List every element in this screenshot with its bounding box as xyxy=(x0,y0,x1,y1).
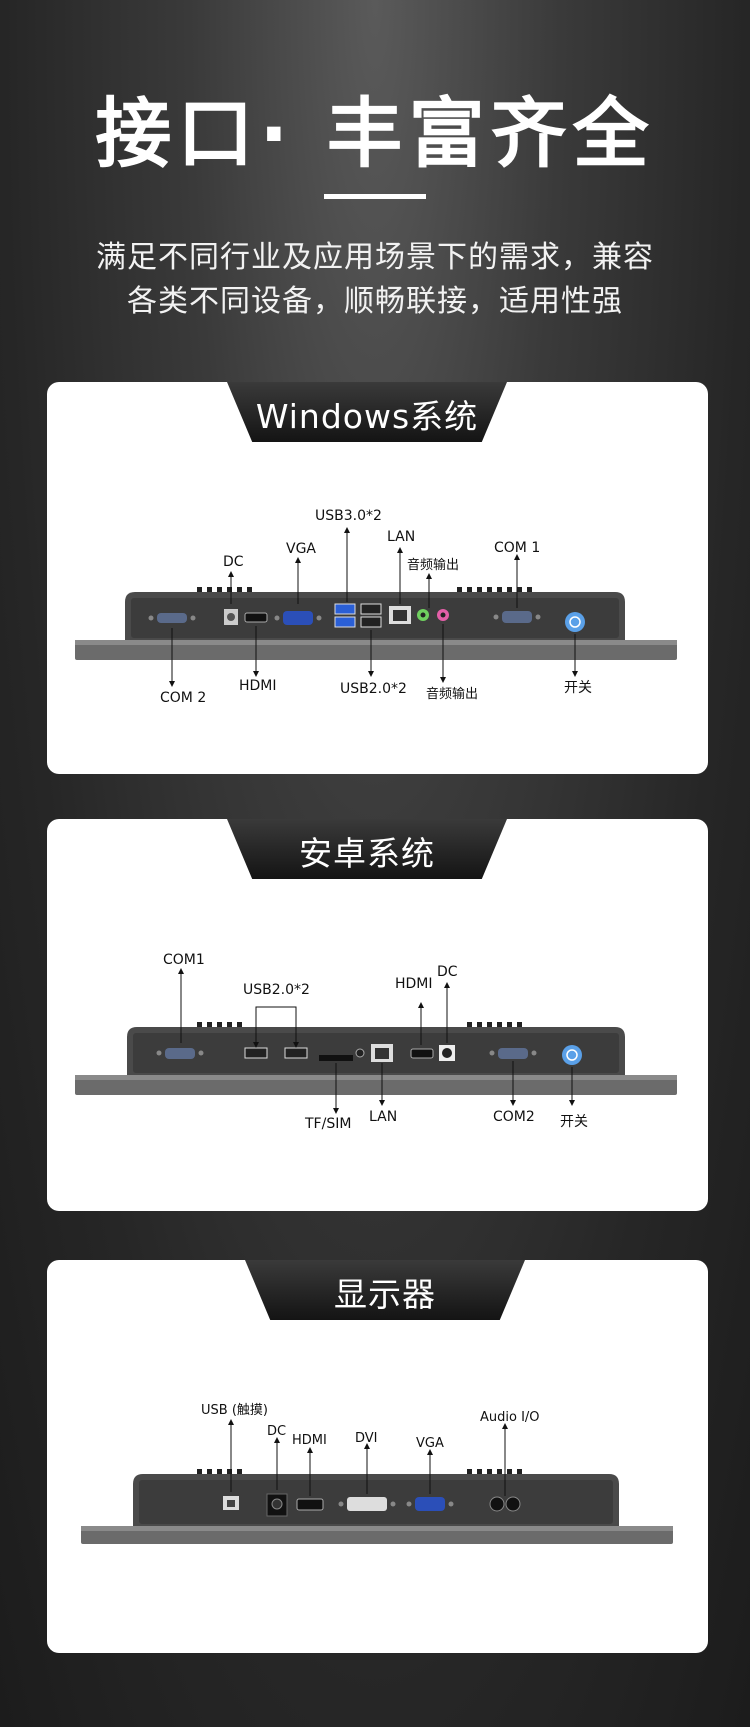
android-card: 安卓系统 xyxy=(47,819,708,1211)
com2-port-icon xyxy=(148,613,196,623)
android-label-com1: COM1 xyxy=(163,952,205,968)
usb20-port-icon xyxy=(360,603,382,628)
hero-subtitle-line1: 满足不同行业及应用场景下的需求，兼容 xyxy=(96,240,654,275)
com1-port-icon xyxy=(493,611,541,623)
windows-label-vga: VGA xyxy=(286,541,316,557)
windows-label-dc: DC xyxy=(223,554,244,570)
display-card: 显示器 U xyxy=(47,1260,708,1653)
windows-label-usb30: USB3.0*2 xyxy=(315,508,382,524)
android-label-hdmi: HDMI xyxy=(395,976,433,992)
windows-label-audio-top: 音频输出 xyxy=(407,557,459,573)
display-tab-label: 显示器 xyxy=(334,1275,436,1314)
android-label-usb20: USB2.0*2 xyxy=(243,982,310,998)
windows-tab: Windows系统 xyxy=(227,382,507,442)
windows-label-lan: LAN xyxy=(387,529,415,545)
hdmi-port-icon xyxy=(244,612,268,623)
audio-out-green-icon xyxy=(417,609,429,621)
windows-label-power: 开关 xyxy=(564,680,592,696)
dc-port-icon xyxy=(439,1045,455,1061)
vga-port-icon xyxy=(274,611,322,625)
hero-subtitle-line2: 各类不同设备，顺畅联接，适用性强 xyxy=(127,284,623,319)
android-label-tfsim: TF/SIM xyxy=(304,1116,351,1132)
display-label-audio: Audio I/O xyxy=(480,1410,540,1425)
android-tab: 安卓系统 xyxy=(227,819,507,879)
power-button-icon xyxy=(562,1045,582,1065)
lan-port-icon xyxy=(371,1044,393,1062)
hero-divider xyxy=(324,194,426,199)
usb20-port-icon xyxy=(244,1047,308,1059)
dc-port-icon xyxy=(224,609,238,625)
windows-label-usb20: USB2.0*2 xyxy=(340,681,407,697)
usb-b-port-icon xyxy=(223,1496,239,1510)
usb30-port-icon xyxy=(334,603,356,628)
android-label-lan: LAN xyxy=(369,1109,397,1125)
android-label-dc: DC xyxy=(437,964,458,980)
audio-io-icon xyxy=(489,1496,521,1512)
android-tab-label: 安卓系统 xyxy=(299,834,435,873)
display-label-hdmi: HDMI xyxy=(292,1433,327,1448)
android-label-power: 开关 xyxy=(560,1114,588,1130)
power-button-icon xyxy=(565,612,585,632)
display-label-usb: USB (触摸) xyxy=(201,1403,268,1418)
lan-port-icon xyxy=(389,606,411,624)
display-label-dc: DC xyxy=(267,1424,286,1439)
windows-label-com2: COM 2 xyxy=(160,690,206,706)
display-label-dvi: DVI xyxy=(355,1431,378,1446)
android-panel-diagram: COM1 USB2.0*2 HDMI DC TF/SIM LAN COM2 开关 xyxy=(75,952,677,1132)
display-tab: 显示器 xyxy=(245,1260,525,1320)
com1-port-icon xyxy=(156,1048,204,1059)
windows-card: Windows系统 xyxy=(47,382,708,774)
hdmi-port-icon xyxy=(296,1498,324,1511)
windows-panel-diagram: DC VGA USB3.0*2 LAN 音频输出 COM 1 COM 2 HDM… xyxy=(75,508,677,706)
vga-port-icon xyxy=(406,1497,454,1511)
dvi-port-icon xyxy=(338,1497,396,1511)
audio-out-pink-icon xyxy=(437,609,449,621)
hdmi-port-icon xyxy=(410,1048,434,1059)
windows-tab-label: Windows系统 xyxy=(255,397,479,436)
display-label-vga: VGA xyxy=(416,1436,444,1451)
display-panel-diagram: USB (触摸) DC HDMI DVI VGA Audio I/O xyxy=(81,1403,673,1544)
android-label-com2: COM2 xyxy=(493,1109,535,1125)
com2-port-icon xyxy=(489,1048,537,1059)
windows-label-hdmi: HDMI xyxy=(239,678,277,694)
windows-label-audio-bottom: 音频输出 xyxy=(426,686,478,702)
tfsim-slot-icon xyxy=(319,1048,365,1061)
windows-label-com1: COM 1 xyxy=(494,540,540,556)
dc-port-icon xyxy=(266,1493,288,1517)
hero-title: 接口· 丰富齐全 xyxy=(95,89,655,178)
